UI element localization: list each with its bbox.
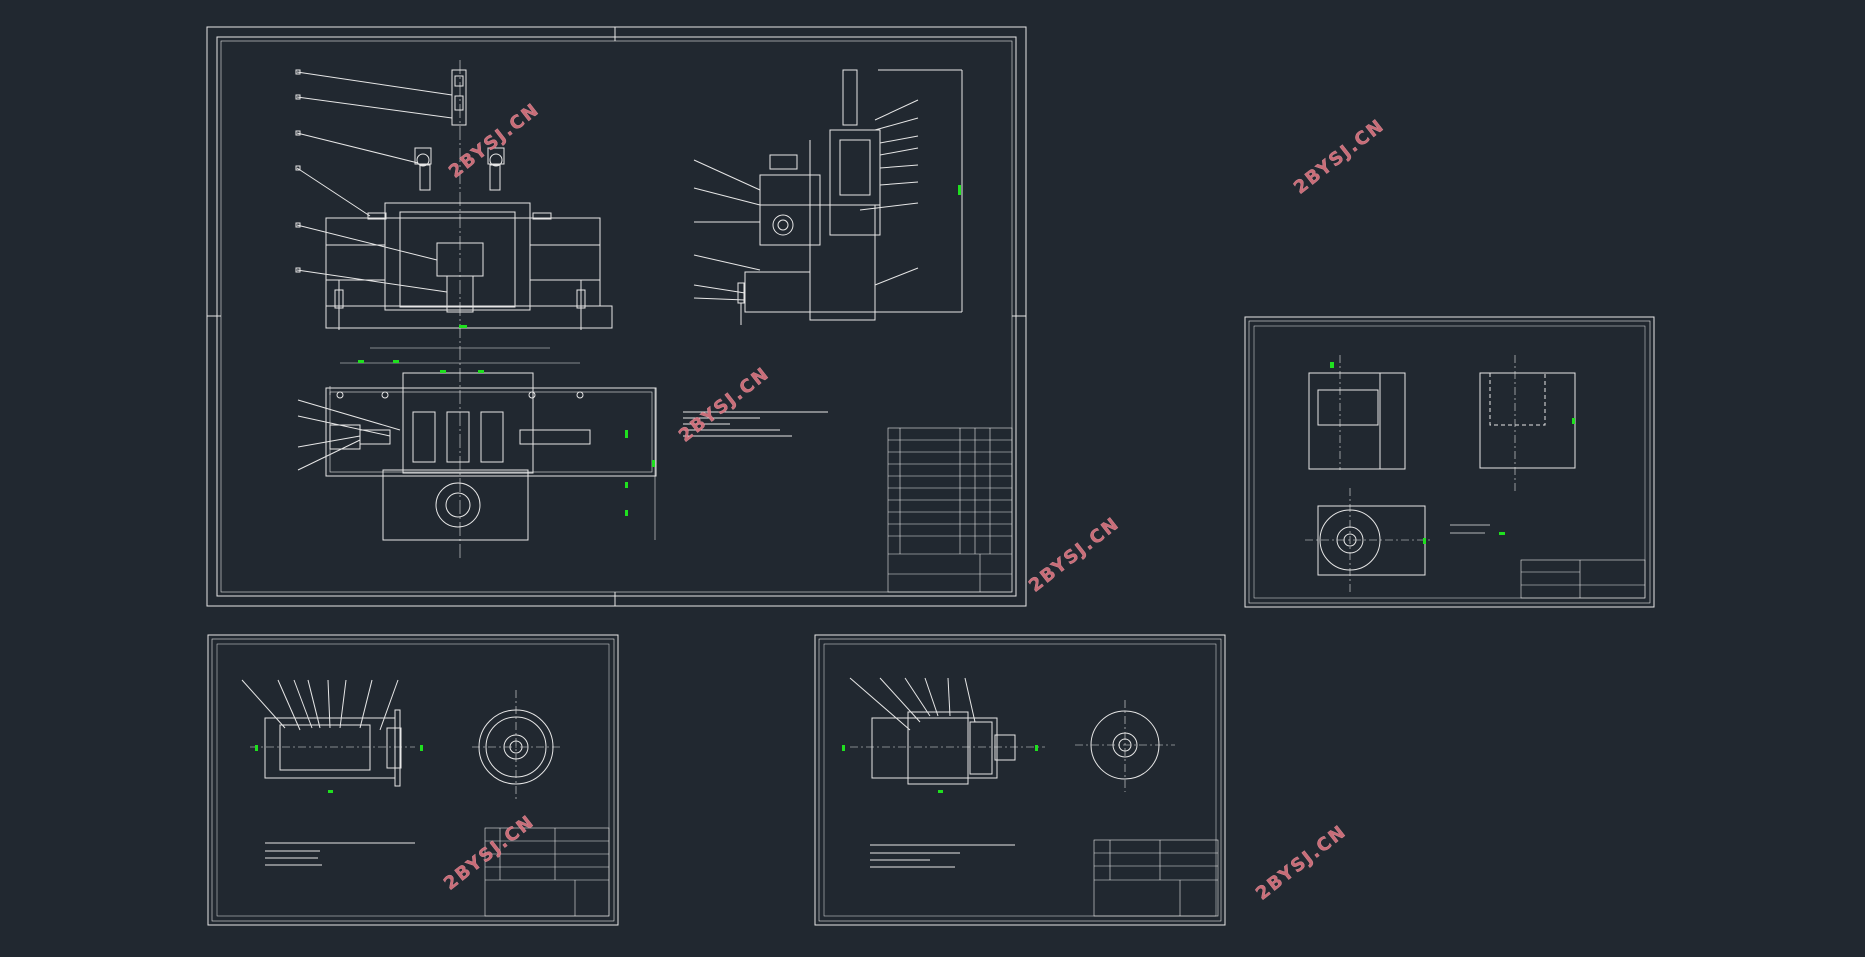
side-view	[693, 69, 963, 325]
part-drawing-sheet-3[interactable]	[814, 634, 1226, 926]
assembly-drawing-sheet[interactable]	[206, 26, 1027, 607]
title-block-4	[1093, 839, 1219, 917]
technical-notes-3	[870, 844, 1015, 868]
technical-notes-1	[683, 411, 828, 437]
part-drawing-sheet-2[interactable]	[207, 634, 619, 926]
title-block-2	[1520, 559, 1646, 599]
technical-notes-2	[265, 842, 415, 866]
part-drawing-sheet-1[interactable]	[1244, 316, 1655, 608]
front-view	[295, 60, 613, 560]
parts-list-table	[887, 427, 1013, 593]
plan-view	[297, 347, 657, 541]
title-block-3	[484, 827, 610, 917]
dimension-marks	[255, 185, 1575, 793]
